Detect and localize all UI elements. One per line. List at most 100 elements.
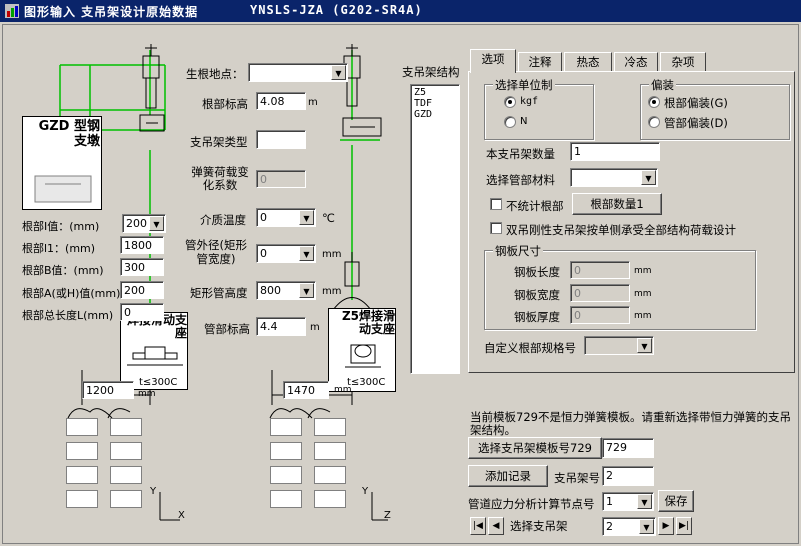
left-slide-card: 焊接滑动支座 t≤300C [120,312,188,390]
tab-cold[interactable]: 冷态 [614,52,658,72]
double-rigid-checkbox[interactable] [490,222,502,234]
grid-box [270,418,302,436]
window-code: YNSLS-JZA (G202-SR4A) [250,3,423,17]
last-record-icon[interactable]: ▶| [676,517,692,535]
hanger-no-input[interactable]: 2 [602,466,654,486]
root-i-select[interactable]: 200▼ [122,214,166,233]
rect-height-unit: mm [322,286,342,297]
chevron-down-icon[interactable]: ▼ [637,494,652,509]
unit-n-radio[interactable] [504,116,516,128]
gzd-card: GZD 型钢支墩 [22,116,102,210]
grid-box [110,466,142,484]
tab-options[interactable]: 选项 [470,49,516,73]
right-slide-title: Z5焊接滑动支座 [341,309,395,336]
add-record-button[interactable]: 添加记录 [468,465,548,487]
structure-list[interactable]: Z5 TDF GZD [410,84,460,374]
plate-length-label: 钢板长度 [514,265,560,279]
offset-pipe-radio[interactable] [648,116,660,128]
structure-label: 支吊架结构 [402,65,460,79]
plate-width-input: 0 [570,284,630,302]
root-l1-input[interactable]: 1800 [120,236,164,254]
grid-box [314,490,346,508]
grid-box [110,490,142,508]
left-dim-unit: mm [138,389,156,399]
plate-thickness-label: 钢板厚度 [514,310,560,324]
pipe-od-select[interactable]: 0▼ [256,244,316,263]
root-elevation-label: 根部标高 [202,97,248,111]
select-hanger-select[interactable]: 2▼ [602,517,656,536]
grid-box [66,490,98,508]
chevron-down-icon[interactable]: ▼ [299,210,314,225]
plate-length-unit: mm [634,266,652,276]
chevron-down-icon[interactable]: ▼ [639,519,654,534]
right-slide-card: Z5焊接滑动支座 t≤300C [328,308,396,392]
offset-root-label: 根部偏装(G) [664,96,728,110]
unit-kgf-radio[interactable] [504,96,516,108]
chevron-down-icon[interactable]: ▼ [149,216,164,231]
tab-page-options [468,71,795,373]
left-dim-input[interactable]: 1200 [82,381,134,399]
root-total-input[interactable]: 0 [120,303,164,321]
list-item[interactable]: GZD [414,109,433,120]
node-select[interactable]: 1▼ [602,492,654,511]
left-slide-temp: t≤300C [139,377,178,388]
pipe-od-label: 管外径(矩形管宽度) [185,238,247,266]
offset-root-radio[interactable] [648,96,660,108]
root-elevation-input[interactable]: 4.08 [256,92,306,110]
chevron-down-icon[interactable]: ▼ [299,246,314,261]
root-b-input[interactable]: 300 [120,258,164,276]
grid-box [314,466,346,484]
tab-hot[interactable]: 热态 [564,52,612,72]
list-item[interactable]: Z5 [414,87,427,98]
next-record-icon[interactable]: ▶ [658,517,674,535]
tab-notes[interactable]: 注释 [518,52,562,72]
chevron-down-icon[interactable]: ▼ [299,283,314,298]
prev-record-icon[interactable]: ◀ [488,517,504,535]
template-message: 当前模板729不是恒力弹簧模板。请重新选择带恒力弹簧的支吊架结构。 [470,410,791,437]
custom-root-select: ▼ [584,336,654,355]
list-item[interactable]: TDF [414,98,433,109]
tab-misc[interactable]: 杂项 [660,52,706,72]
root-a-input[interactable]: 200 [120,281,164,299]
no-count-root-checkbox[interactable] [490,198,502,210]
title-bar: 图形输入 支吊架设计原始数据 YNSLS-JZA (G202-SR4A) [0,0,801,22]
rect-height-select[interactable]: 800▼ [256,281,316,300]
select-template-button[interactable]: 选择支吊架模板号729 [468,437,602,459]
slide-support-icon [127,346,183,366]
root-i-label: 根部I值：(mm) [22,220,100,233]
root-count-button[interactable]: 根部数量1 [572,193,662,215]
unit-group: 选择单位制 [484,77,594,140]
axis-y-left: Y [150,486,157,497]
hanger-type-label: 支吊架类型 [190,135,248,149]
pipe-elevation-unit: m [310,322,320,333]
offset-group: 偏装 [640,77,790,140]
node-label: 管道应力分析计算节点号 [468,497,595,511]
save-button[interactable]: 保存 [658,490,694,512]
offset-pipe-label: 管部偏装(D) [664,116,728,130]
no-count-root-label: 不统计根部 [506,199,564,213]
gzd-block-icon [34,175,92,203]
grid-box [66,418,98,436]
first-record-icon[interactable]: |◀ [470,517,486,535]
right-dim-input[interactable]: 1470 [283,381,329,399]
grid-box [66,442,98,460]
pipe-od-unit: mm [322,249,342,260]
root-location-select[interactable]: ▼ [248,63,348,82]
hanger-no-label: 支吊架号 [554,471,600,485]
main-panel [2,24,799,544]
hanger-type-input[interactable] [256,130,306,149]
grid-box [314,418,346,436]
grid-box [110,442,142,460]
unit-n-label: N [520,116,528,127]
hanger-count-input[interactable]: 1 [570,142,660,161]
chevron-down-icon[interactable]: ▼ [331,65,346,80]
template-input[interactable]: 729 [602,438,654,458]
root-l1-label: 根部l1：(mm) [22,242,96,255]
pipe-elevation-input[interactable]: 4.4 [256,317,306,336]
medium-temp-select[interactable]: 0▼ [256,208,316,227]
root-elevation-unit: m [308,97,318,108]
app-icon [5,4,19,18]
pipe-material-select[interactable]: ▼ [570,168,658,187]
grid-box [270,442,302,460]
chevron-down-icon[interactable]: ▼ [641,170,656,185]
